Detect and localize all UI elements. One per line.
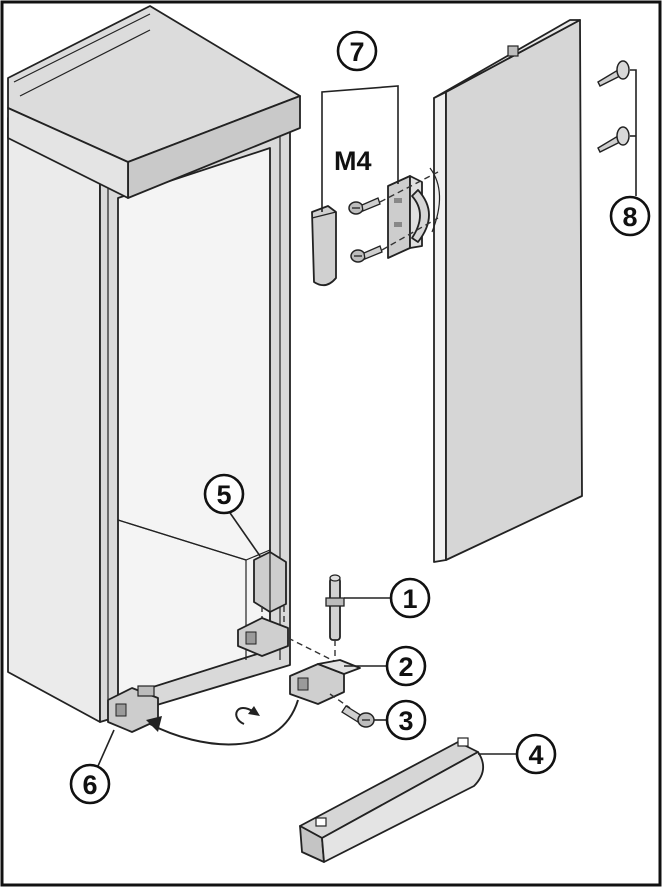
rotate-arrow-head xyxy=(248,706,260,716)
svg-text:6: 6 xyxy=(82,770,97,800)
svg-text:2: 2 xyxy=(398,652,413,682)
door-top-cap xyxy=(433,19,581,99)
hinge-pin-collar xyxy=(325,597,345,607)
cover-piece-line xyxy=(311,211,337,219)
handle-bracket-hook xyxy=(411,189,430,243)
hinge-block-cabinet-hole xyxy=(245,631,257,645)
base-cover xyxy=(299,737,518,863)
transfer-arrow-curve xyxy=(149,699,299,746)
hinge-block-2-top xyxy=(317,659,361,675)
hinge-screw xyxy=(341,705,388,728)
m4-screw-upper xyxy=(348,197,381,215)
svg-text:3: 3 xyxy=(398,706,413,736)
base-cover-front xyxy=(321,751,484,863)
callout-1: 1 xyxy=(389,577,431,619)
assembly-line-lower xyxy=(381,217,439,251)
svg-text:8: 8 xyxy=(622,202,637,232)
base-cover-notch-left xyxy=(315,817,327,827)
cabinet-top-panel xyxy=(7,5,301,199)
transfer-arrow xyxy=(146,699,299,746)
hinge-bracket-6-hole xyxy=(115,703,127,717)
svg-text:1: 1 xyxy=(402,584,417,614)
hinge-bracket-6-tab xyxy=(137,685,155,697)
callout-2: 2 xyxy=(385,645,427,687)
callout-6-leader xyxy=(97,729,115,767)
svg-text:5: 5 xyxy=(216,480,231,510)
callout-6: 6 xyxy=(69,763,111,805)
assembly-line-upper xyxy=(379,171,439,203)
top-panel-rim xyxy=(13,13,151,83)
rotate-arrow-loop xyxy=(235,706,255,725)
inner-edge-line xyxy=(117,519,247,561)
door-face xyxy=(445,19,583,561)
callout-8-leader-upper xyxy=(630,69,637,196)
fridge-cabinet xyxy=(7,117,291,723)
hinge-pin xyxy=(325,574,392,662)
callout-4: 4 xyxy=(515,733,557,775)
hinge-block-2 xyxy=(289,659,388,709)
m4-label: M4 xyxy=(334,146,372,176)
svg-text:7: 7 xyxy=(349,37,364,67)
fridge-door xyxy=(429,19,583,563)
door-handle-recess xyxy=(429,167,441,233)
hinge-pin-top xyxy=(329,574,341,582)
hinge-pin-shaft xyxy=(329,577,341,641)
transfer-arrow-head xyxy=(146,716,162,732)
callout-8: 8 xyxy=(609,195,651,237)
callout-7: 7 xyxy=(336,30,378,72)
screw-cap-upper xyxy=(597,60,630,87)
top-hinge-assembly: M4 xyxy=(311,85,439,287)
handle-cover-piece xyxy=(311,205,337,287)
cabinet-inner-opening xyxy=(117,147,271,699)
m4-screw-lower xyxy=(350,245,383,263)
bracket-slot-1 xyxy=(394,198,402,203)
svg-text:4: 4 xyxy=(528,740,543,770)
hinge-block-2-hole xyxy=(297,677,309,691)
bracket-slot-2 xyxy=(394,222,402,227)
base-cover-notch-right xyxy=(457,737,469,747)
hinge-block-cabinet xyxy=(237,617,341,665)
screw-cap-set xyxy=(597,60,637,196)
door-edge xyxy=(433,91,447,563)
door-top-notch xyxy=(507,45,519,57)
callout-7-leader xyxy=(321,85,399,212)
screw-cap-lower xyxy=(597,126,630,153)
callout-5-leader xyxy=(227,509,261,557)
hinge-block-cabinet-body xyxy=(237,617,289,657)
cabinet-side-panel xyxy=(7,117,101,723)
top-panel-side-edge xyxy=(7,107,129,199)
callout-5: 5 xyxy=(203,473,245,515)
top-panel-rim-inner xyxy=(19,29,151,97)
callout-3: 3 xyxy=(385,699,427,741)
